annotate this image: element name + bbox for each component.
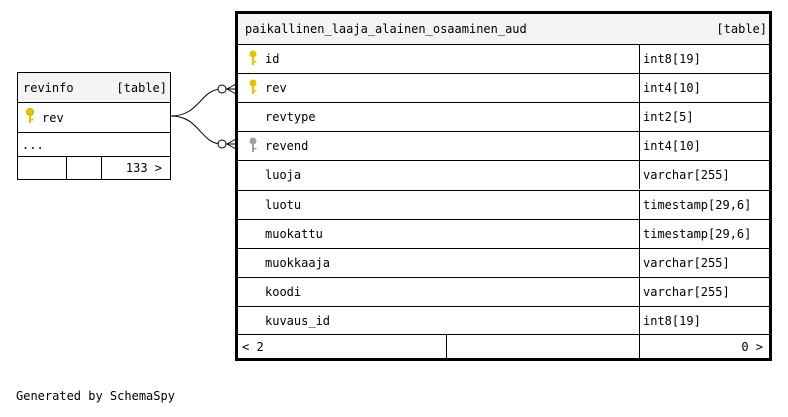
edge-rev-zero-marker bbox=[217, 84, 227, 94]
main-column-row[interactable]: muokkaaja varchar[255] bbox=[238, 247, 769, 277]
generated-by-label: Generated by SchemaSpy bbox=[16, 389, 175, 403]
column-name: revtype bbox=[265, 110, 316, 125]
column-type: timestamp[29,6] bbox=[643, 226, 752, 241]
column-type: int2[5] bbox=[643, 110, 694, 125]
main-column-row[interactable]: revend int4[10] bbox=[238, 131, 769, 161]
column-type: timestamp[29,6] bbox=[643, 197, 752, 212]
column-name: koodi bbox=[265, 284, 302, 299]
column-type: varchar[255] bbox=[643, 168, 730, 183]
edge-revend bbox=[170, 115, 223, 145]
main-column-row[interactable]: koodi varchar[255] bbox=[238, 276, 769, 306]
column-name: rev bbox=[265, 81, 287, 96]
main-footer-children[interactable]: 0 > bbox=[741, 339, 763, 354]
revinfo-table-kind: [table] bbox=[116, 80, 167, 95]
main-column-row[interactable]: muokattu timestamp[29,6] bbox=[238, 218, 769, 248]
column-type: int4[10] bbox=[643, 81, 701, 96]
edge-revend-zero-marker bbox=[217, 139, 227, 149]
column-name: luotu bbox=[265, 197, 302, 212]
column-name: muokkaaja bbox=[265, 255, 331, 270]
main-table-header: paikallinen_laaja_alainen_osaaminen_aud … bbox=[238, 14, 769, 44]
revinfo-column-row[interactable]: rev bbox=[18, 102, 170, 132]
column-name: muokattu bbox=[265, 226, 323, 241]
edge-rev-crow-foot bbox=[226, 83, 237, 95]
main-column-row[interactable]: rev int4[10] bbox=[238, 73, 769, 103]
main-footer-parents[interactable]: < 2 bbox=[242, 339, 264, 354]
main-column-row[interactable]: revtype int2[5] bbox=[238, 102, 769, 132]
column-name: id bbox=[265, 52, 280, 67]
revinfo-table-name: revinfo bbox=[23, 80, 74, 95]
revinfo-column-name: rev bbox=[42, 110, 64, 125]
column-name: luoja bbox=[265, 168, 302, 183]
main-table-kind: [table] bbox=[716, 22, 767, 36]
revinfo-table[interactable]: revinfo [table] rev ... 133 > bbox=[17, 72, 171, 180]
revinfo-ellipsis: ... bbox=[22, 137, 44, 152]
edge-revend-crow-foot bbox=[226, 138, 237, 150]
column-type: int4[10] bbox=[643, 139, 701, 154]
foreign-key-icon bbox=[249, 137, 257, 153]
revinfo-footer: 133 > bbox=[18, 156, 170, 179]
main-column-row[interactable]: luotu timestamp[29,6] bbox=[238, 189, 769, 219]
main-column-row[interactable]: id int8[19] bbox=[238, 44, 769, 74]
edge-rev bbox=[170, 88, 223, 117]
primary-key-icon bbox=[249, 79, 257, 95]
revinfo-header: revinfo [table] bbox=[18, 73, 170, 102]
column-type: varchar[255] bbox=[643, 255, 730, 270]
column-type: varchar[255] bbox=[643, 284, 730, 299]
revinfo-footer-children[interactable]: 133 > bbox=[125, 161, 162, 175]
main-table-name: paikallinen_laaja_alainen_osaaminen_aud bbox=[245, 22, 527, 36]
revinfo-ellipsis-row: ... bbox=[18, 132, 170, 156]
column-type: int8[19] bbox=[643, 313, 701, 328]
main-table[interactable]: paikallinen_laaja_alainen_osaaminen_aud … bbox=[235, 11, 772, 361]
column-name: kuvaus_id bbox=[265, 313, 331, 328]
main-table-footer: < 2 0 > bbox=[238, 334, 769, 358]
primary-key-icon bbox=[249, 50, 257, 65]
main-column-row[interactable]: luoja varchar[255] bbox=[238, 160, 769, 190]
primary-key-icon bbox=[26, 108, 34, 123]
main-column-row[interactable]: kuvaus_id int8[19] bbox=[238, 305, 769, 335]
column-name: revend bbox=[265, 139, 309, 154]
column-type: int8[19] bbox=[643, 52, 701, 67]
